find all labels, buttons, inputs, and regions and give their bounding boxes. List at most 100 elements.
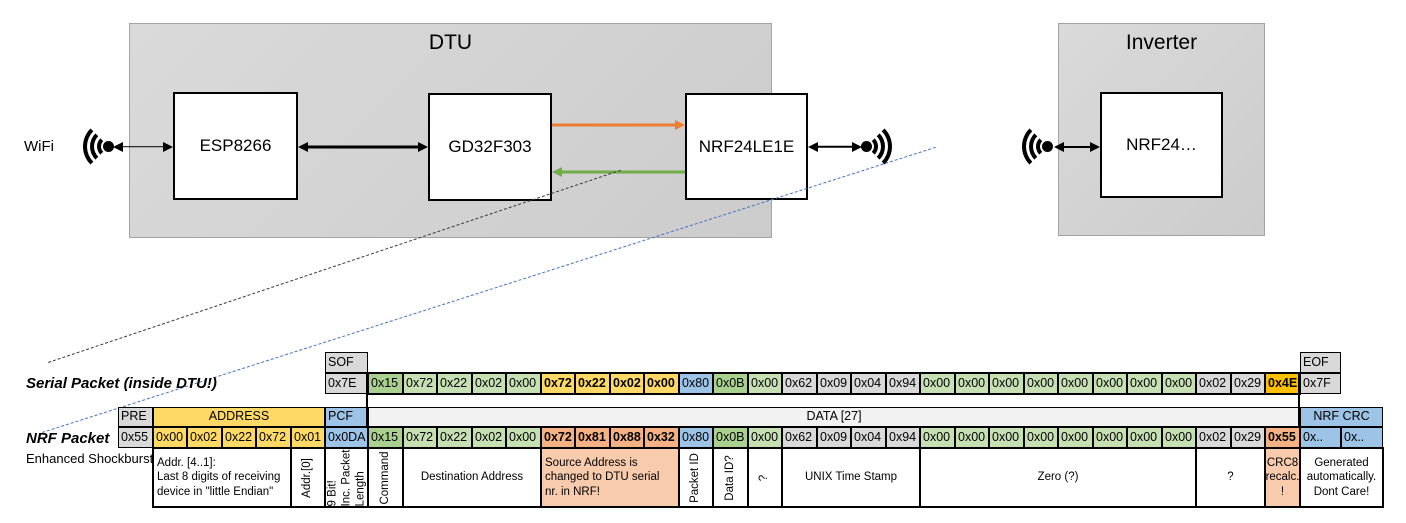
dtu-title: DTU: [428, 31, 473, 54]
serial-byte-cell: 0x80: [679, 373, 713, 394]
serial-byte-cell: 0x02: [1196, 373, 1231, 394]
nrf-crc-value-cell: 0x..: [1300, 427, 1341, 448]
nrf-byte-cell: 0x00: [748, 427, 782, 448]
serial-byte-cell: 0x00: [1162, 373, 1196, 394]
serial-byte-cell: 0x62: [782, 373, 817, 394]
arrow-gd32-to-nrf-orange: [552, 117, 685, 132]
nrf-byte-cell: 0x00: [1058, 427, 1093, 448]
pre-value-cell: 0x55: [118, 427, 153, 448]
serial-byte-cell: 0x72: [403, 373, 437, 394]
nrf-byte-cell: 0x62: [782, 427, 817, 448]
nrf-packet-label: NRF Packet: [26, 430, 110, 447]
serial-byte-cell: 0x00: [1058, 373, 1093, 394]
serial-byte-cell: 0x00: [1093, 373, 1127, 394]
sof-value-cell: 0x7E: [325, 373, 368, 394]
annotation-cell: Generated automatically. Dont Care!: [1300, 448, 1383, 507]
serial-byte-cell: 0x72: [541, 373, 575, 394]
nrf-byte-cell: 0x72: [403, 427, 437, 448]
nrf-byte-cell: 0x04: [851, 427, 886, 448]
eof-value-cell: 0x7F: [1300, 373, 1341, 394]
nrf-byte-cell: 0x88: [610, 427, 644, 448]
nrf-byte-cell: 0x72: [541, 427, 575, 448]
serial-byte-cell: 0x00: [1024, 373, 1058, 394]
annotation-cell: Source Address is changed to DTU serial …: [541, 448, 679, 507]
wifi-icon-dtu-left: [63, 117, 117, 175]
nrf-byte-cell: 0x22: [437, 427, 472, 448]
data-header-cell: DATA [27]: [368, 407, 1300, 427]
nrf-byte-cell: 0x00: [506, 427, 541, 448]
inverter-title: Inverter: [1125, 31, 1198, 54]
nrf-byte-cell: 0x15: [368, 427, 403, 448]
address-byte-cell: 0x00: [153, 427, 187, 448]
data-region-connector-left: [366, 373, 368, 427]
address-byte-cell: 0x01: [291, 427, 325, 448]
nrf-byte-cell: 0x94: [886, 427, 920, 448]
arrow-wifi-esp8266: [113, 139, 173, 154]
gd32f303-box: GD32F303: [428, 93, 552, 201]
nrf-byte-cell: 0x09: [817, 427, 851, 448]
address-byte-cell: 0x02: [187, 427, 222, 448]
nrf-byte-cell: 0x55: [1265, 427, 1300, 448]
nrf-byte-cell: 0x00: [1162, 427, 1196, 448]
address-header-cell: ADDRESS: [153, 407, 325, 427]
serial-byte-cell: 0x94: [886, 373, 920, 394]
nrf-byte-cell: 0x00: [920, 427, 955, 448]
annotation-cell: Packet ID: [679, 448, 713, 507]
annotation-cell: Destination Address: [403, 448, 541, 507]
serial-byte-cell: 0x02: [610, 373, 644, 394]
annotation-cell: Addr. [4..1]: Last 8 digits of receiving…: [153, 448, 291, 507]
serial-byte-cell: 0x02: [472, 373, 506, 394]
arrow-esp8266-gd32f303: [298, 139, 428, 154]
serial-byte-cell: 0x04: [851, 373, 886, 394]
serial-byte-cell: 0x00: [506, 373, 541, 394]
annotation-cell: UNIX Time Stamp: [782, 448, 920, 507]
annotation-cell: CRC8 recalc. !: [1265, 448, 1300, 507]
annotation-cell: Command: [368, 448, 403, 507]
gd32f303-label: GD32F303: [448, 137, 532, 156]
inverter-nrf24-box: NRF24…: [1100, 92, 1223, 198]
nrf-byte-cell: 0x02: [472, 427, 506, 448]
serial-byte-cell: 0x15: [368, 373, 403, 394]
inverter-nrf24-label: NRF24…: [1126, 135, 1197, 154]
serial-byte-cell: 0x00: [920, 373, 955, 394]
eof-header-cell: EOF: [1300, 352, 1341, 373]
arrow-nrf-to-gd32-green: [552, 164, 685, 179]
serial-byte-cell: 0x00: [1127, 373, 1162, 394]
nrf-byte-cell: 0x81: [575, 427, 610, 448]
nrf-byte-cell: 0x32: [644, 427, 679, 448]
esp8266-label: ESP8266: [199, 136, 272, 155]
nrf-byte-cell: 0x29: [1231, 427, 1265, 448]
nrf-byte-cell: 0x00: [1093, 427, 1127, 448]
annotation-cell: Zero (?): [920, 448, 1196, 507]
pcf-value-cell: 0x0DA: [325, 427, 368, 448]
serial-byte-cell: 0x0B: [713, 373, 748, 394]
serial-byte-cell: 0x4E: [1265, 373, 1300, 394]
pre-header-cell: PRE: [118, 407, 153, 427]
nrf-byte-cell: 0x80: [679, 427, 713, 448]
nrf-crc-header-cell: NRF CRC: [1300, 407, 1383, 427]
nrf-byte-cell: 0x00: [955, 427, 989, 448]
annotation-cell: 9 Bit! Inc. Packet Length: [325, 448, 368, 507]
nrf-byte-cell: 0x00: [1024, 427, 1058, 448]
sof-header-cell: SOF: [325, 352, 368, 373]
serial-byte-cell: 0x22: [575, 373, 610, 394]
serial-byte-cell: 0x00: [644, 373, 679, 394]
enhanced-shockburst-label: Enhanced Shockburst: [26, 451, 154, 466]
serial-byte-cell: 0x29: [1231, 373, 1265, 394]
serial-byte-cell: 0x00: [989, 373, 1024, 394]
data-region-connector-right: [1298, 373, 1300, 427]
annotation-cell: ?: [1196, 448, 1265, 507]
serial-byte-cell: 0x22: [437, 373, 472, 394]
serial-byte-cell: 0x09: [817, 373, 851, 394]
serial-byte-cell: 0x00: [748, 373, 782, 394]
serial-packet-label: Serial Packet (inside DTU!): [26, 375, 217, 392]
pcf-header-cell: PCF: [325, 407, 368, 427]
annotation-cell: ?: [748, 448, 782, 507]
annotation-cell: Addr.[0]: [291, 448, 325, 507]
nrf-byte-cell: 0x02: [1196, 427, 1231, 448]
nrf-crc-value-cell: 0x..: [1341, 427, 1383, 448]
address-byte-cell: 0x22: [222, 427, 256, 448]
annotation-cell: Data ID?: [713, 448, 748, 507]
wifi-label: WiFi: [24, 138, 54, 155]
